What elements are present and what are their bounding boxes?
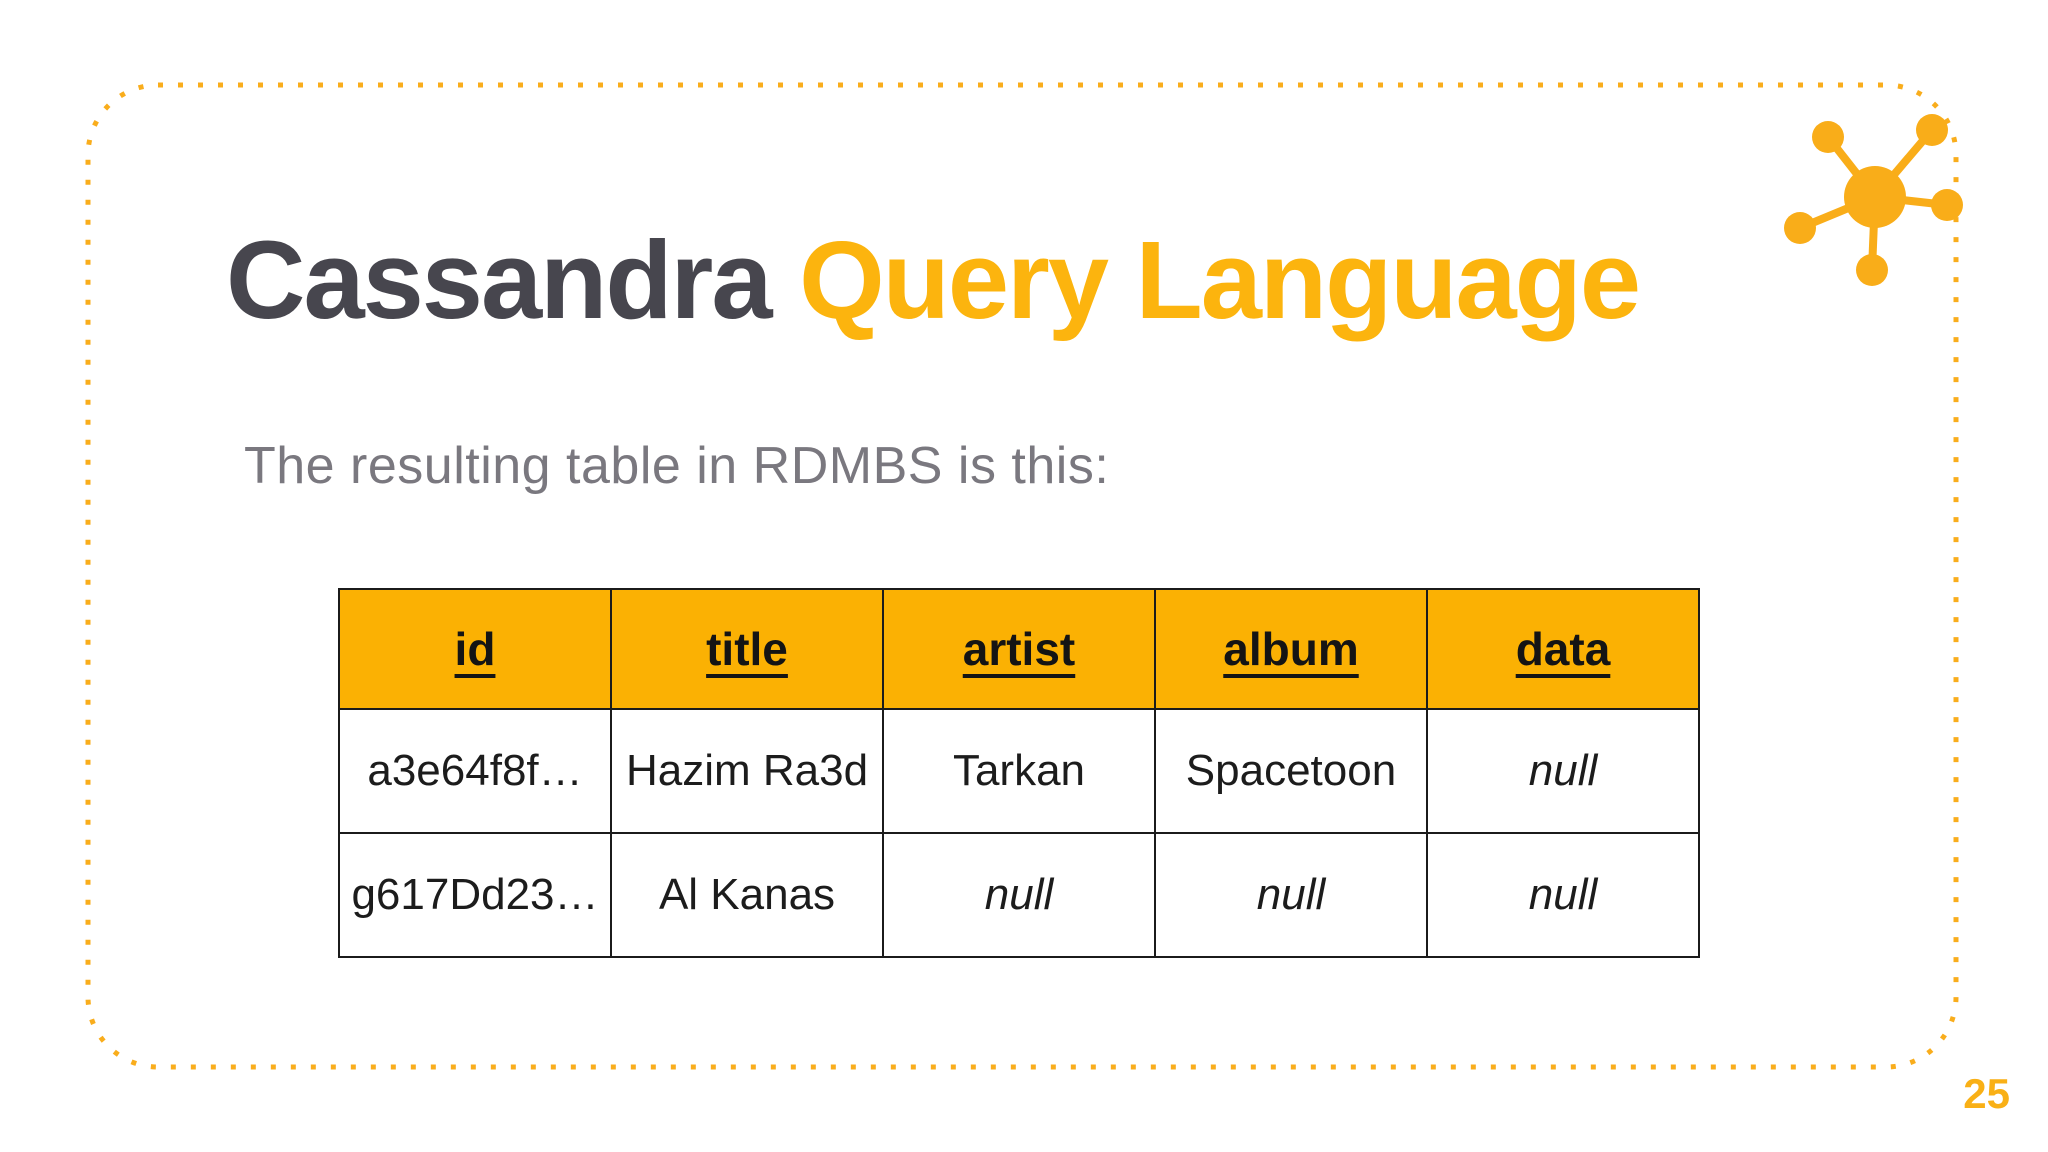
- cell-album: Spacetoon: [1154, 708, 1428, 834]
- cell-title: Hazim Ra3d: [610, 708, 884, 834]
- slide-title-accent-text: Query Language: [770, 219, 1641, 342]
- slide-subtitle: The resulting table in RDMBS is this:: [244, 437, 1110, 495]
- cell-id: g617Dd23…: [338, 832, 612, 958]
- slide-title: Cassandra Query Language: [226, 226, 1641, 336]
- column-header-artist: artist: [882, 588, 1156, 710]
- cell-data: null: [1426, 832, 1700, 958]
- cell-artist: Tarkan: [882, 708, 1156, 834]
- table-row: a3e64f8f… Hazim Ra3d Tarkan Spacetoon nu…: [338, 708, 1700, 834]
- cell-id: a3e64f8f…: [338, 708, 612, 834]
- column-header-title: title: [610, 588, 884, 710]
- table-row: g617Dd23… Al Kanas null null null: [338, 832, 1700, 958]
- cell-album: null: [1154, 832, 1428, 958]
- table-header-row: id title artist album data: [338, 588, 1700, 710]
- column-header-data: data: [1426, 588, 1700, 710]
- rdbms-result-table: id title artist album data a3e64f8f… Haz…: [338, 588, 1700, 958]
- column-header-album: album: [1154, 588, 1428, 710]
- slide-title-dark-text: Cassandra: [226, 219, 773, 342]
- page-number: 25: [1963, 1070, 2010, 1117]
- cell-title: Al Kanas: [610, 832, 884, 958]
- hub-spokes-icon: [1784, 114, 1963, 286]
- cell-data: null: [1426, 708, 1700, 834]
- cell-artist: null: [882, 832, 1156, 958]
- column-header-id: id: [338, 588, 612, 710]
